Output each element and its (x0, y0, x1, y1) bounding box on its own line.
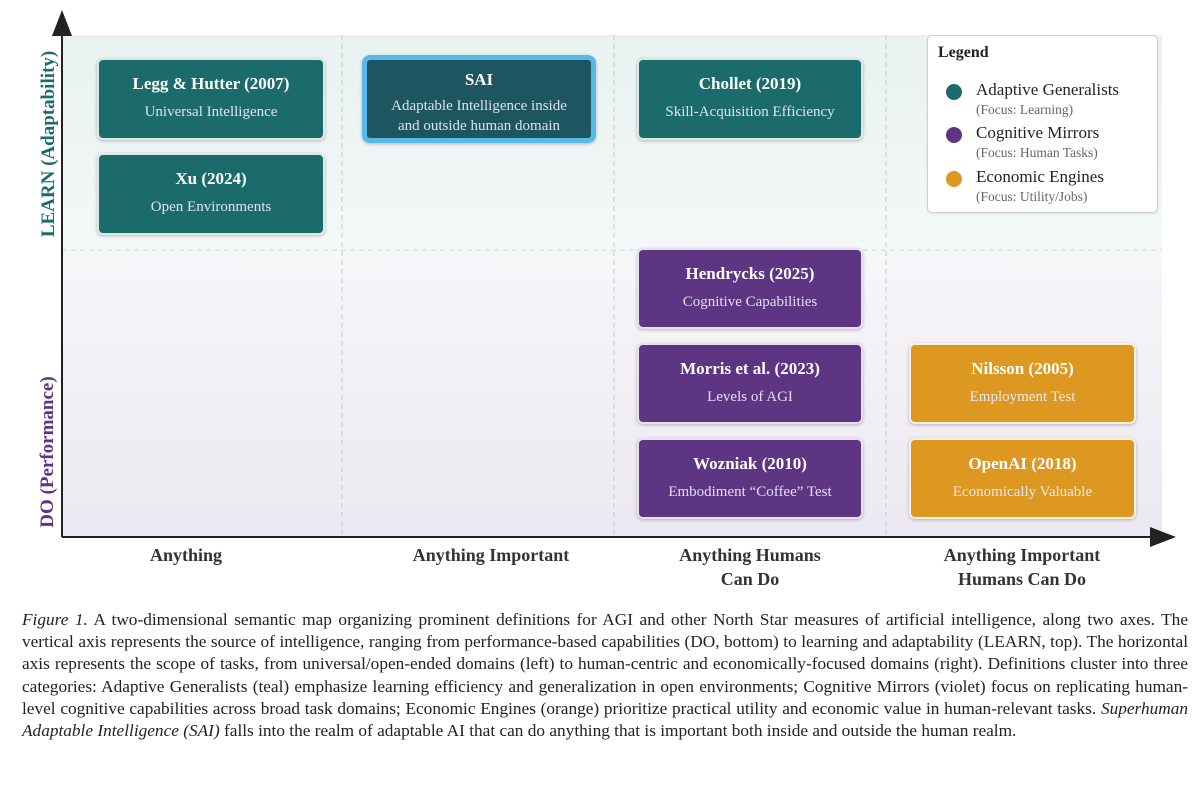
y-axis-label-learn: LEARN (Adaptability) (38, 50, 59, 238)
x-axis-label-anything-important: Anything Important (412, 545, 570, 565)
x-axis-label-anything: Anything (149, 545, 223, 565)
card-title: Nilsson (2005) (971, 359, 1074, 378)
card-subtitle: Economically Valuable (952, 484, 1093, 500)
x-axis-label-anything-humans-can-do: Anything Humans Can Do (679, 545, 821, 589)
caption-text-1: A two-dimensional semantic map organizin… (22, 610, 1188, 718)
legend-item-name: Adaptive Generalists (976, 80, 1120, 99)
legend-item-focus: (Focus: Utility/Jobs) (976, 189, 1088, 204)
y-axis-arrow (52, 10, 72, 36)
card-subtitle: Adaptable Intelligence inside and outsid… (391, 98, 567, 134)
y-axis-label-do: DO (Performance) (37, 376, 58, 528)
card-title: Wozniak (2010) (693, 454, 807, 473)
legend-item-name: Economic Engines (976, 167, 1104, 186)
legend-title: Legend (938, 44, 989, 61)
legend-dot (946, 171, 962, 187)
card-subtitle: Universal Intelligence (144, 104, 278, 120)
figure-caption: Figure 1. A two-dimensional semantic map… (22, 609, 1188, 742)
card-subtitle: Skill-Acquisition Efficiency (665, 104, 835, 120)
card-subtitle: Levels of AGI (707, 389, 793, 405)
x-axis-label-anything-important-humans-can-do: Anything Important Humans Can Do (943, 545, 1101, 589)
card-subtitle: Cognitive Capabilities (682, 294, 818, 310)
legend-item-name: Cognitive Mirrors (976, 123, 1100, 142)
card-legg-hutter: Legg & Hutter (2007) Universal Intellige… (97, 58, 325, 140)
card-openai: OpenAI (2018) Economically Valuable (909, 438, 1136, 519)
card-subtitle: Open Environments (150, 199, 272, 215)
card-chollet: Chollet (2019) Skill-Acquisition Efficie… (637, 58, 863, 140)
card-nilsson: Nilsson (2005) Employment Test (909, 343, 1136, 424)
caption-label: Figure 1. (22, 610, 88, 629)
card-hendrycks: Hendrycks (2025) Cognitive Capabilities (637, 248, 863, 329)
card-wozniak: Wozniak (2010) Embodiment “Coffee” Test (637, 438, 863, 519)
legend-dot (946, 84, 962, 100)
legend: Legend Adaptive Generalists (Focus: Lear… (927, 35, 1158, 213)
legend-item-focus: (Focus: Human Tasks) (976, 145, 1098, 160)
card-title: Hendrycks (2025) (685, 264, 815, 283)
card-title: Morris et al. (2023) (680, 359, 820, 378)
card-title: OpenAI (2018) (968, 454, 1077, 473)
caption-italic: Superhuman Adaptable Intelligence (SAI) (22, 698, 1188, 741)
caption-text-2: falls into the realm of adaptable AI tha… (219, 721, 1017, 741)
legend-item-focus: (Focus: Learning) (976, 102, 1074, 117)
card-subtitle: Employment Test (969, 389, 1076, 405)
card-morris: Morris et al. (2023) Levels of AGI (637, 343, 863, 424)
card-title: Chollet (2019) (698, 74, 802, 93)
card-title: Legg & Hutter (2007) (132, 74, 290, 93)
legend-dot (946, 127, 962, 143)
x-axis-arrow (1150, 527, 1176, 547)
card-sai: SAI Adaptable Intelligence inside and ou… (362, 55, 596, 143)
card-subtitle: Embodiment “Coffee” Test (668, 484, 832, 500)
semantic-map: LEARN (Adaptability) DO (Performance) Le… (37, 10, 1176, 589)
card-title: SAI (464, 70, 494, 89)
card-xu: Xu (2024) Open Environments (97, 153, 325, 235)
card-title: Xu (2024) (175, 169, 247, 188)
